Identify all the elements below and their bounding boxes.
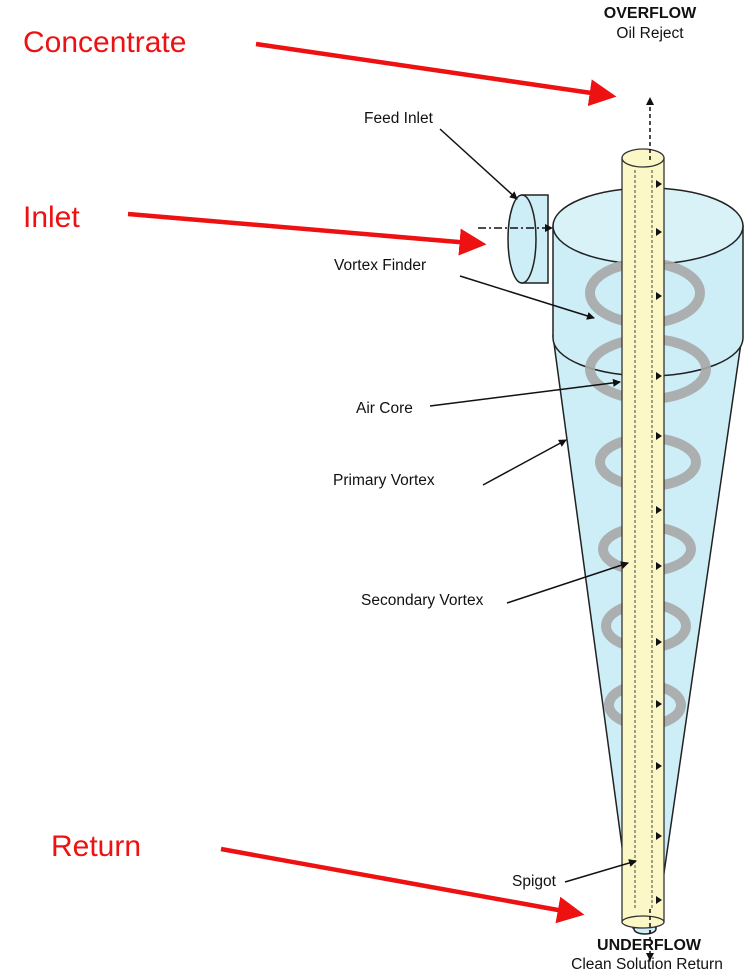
- air-core-tube: [622, 149, 664, 928]
- vortex-finder-label: Vortex Finder: [334, 257, 426, 275]
- underflow-title: UNDERFLOW: [597, 937, 701, 955]
- concentrate-arrow: [256, 44, 612, 96]
- secondary-vortex-label: Secondary Vortex: [361, 592, 483, 610]
- inlet-callout: Inlet: [23, 201, 80, 235]
- spigot-label: Spigot: [512, 873, 556, 891]
- underflow-subtitle: Clean Solution Return: [571, 956, 723, 974]
- primary-vortex-label: Primary Vortex: [333, 472, 435, 490]
- feed-inlet-label: Feed Inlet: [364, 110, 433, 128]
- overflow-subtitle: Oil Reject: [616, 25, 683, 43]
- air-core-label: Air Core: [356, 400, 413, 418]
- return-callout: Return: [51, 830, 141, 864]
- overflow-title: OVERFLOW: [604, 5, 696, 23]
- inlet-arrow: [128, 214, 482, 244]
- concentrate-callout: Concentrate: [23, 26, 186, 60]
